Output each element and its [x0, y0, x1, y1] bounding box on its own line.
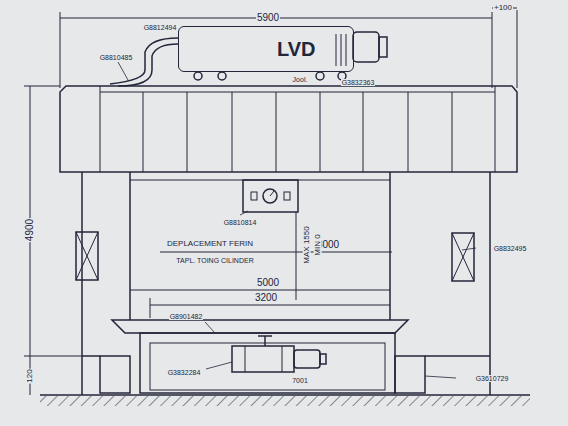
dimension: 5000 [256, 278, 280, 288]
dimension: 120 [26, 368, 34, 383]
dimension: MIN 0 [314, 233, 322, 256]
part-number: G8812494 [143, 24, 178, 31]
part-number: G8901482 [169, 313, 204, 320]
dimension: 4900 [25, 218, 35, 242]
note: 7001 [291, 377, 309, 384]
part-number: G8832495 [493, 245, 528, 252]
part-number: G3832284 [167, 369, 202, 376]
hydraulic-unit: LVD [178, 26, 354, 72]
dimension: 5900 [256, 13, 280, 23]
part-number: G3832363 [341, 79, 376, 86]
part-number: G8810485 [99, 54, 134, 61]
part-number: G3610729 [475, 375, 510, 382]
part-number: G8810814 [223, 219, 258, 226]
note: TAPL. TOING CILINDER [175, 257, 254, 264]
note: Jool. [292, 76, 309, 83]
dimension: +100 [493, 4, 513, 12]
note: DEPLACEMENT FERIN [166, 240, 254, 248]
dimension: 3200 [254, 293, 278, 303]
brand-name: LVD [277, 39, 316, 59]
dimension: MAX 1550 [303, 225, 311, 264]
